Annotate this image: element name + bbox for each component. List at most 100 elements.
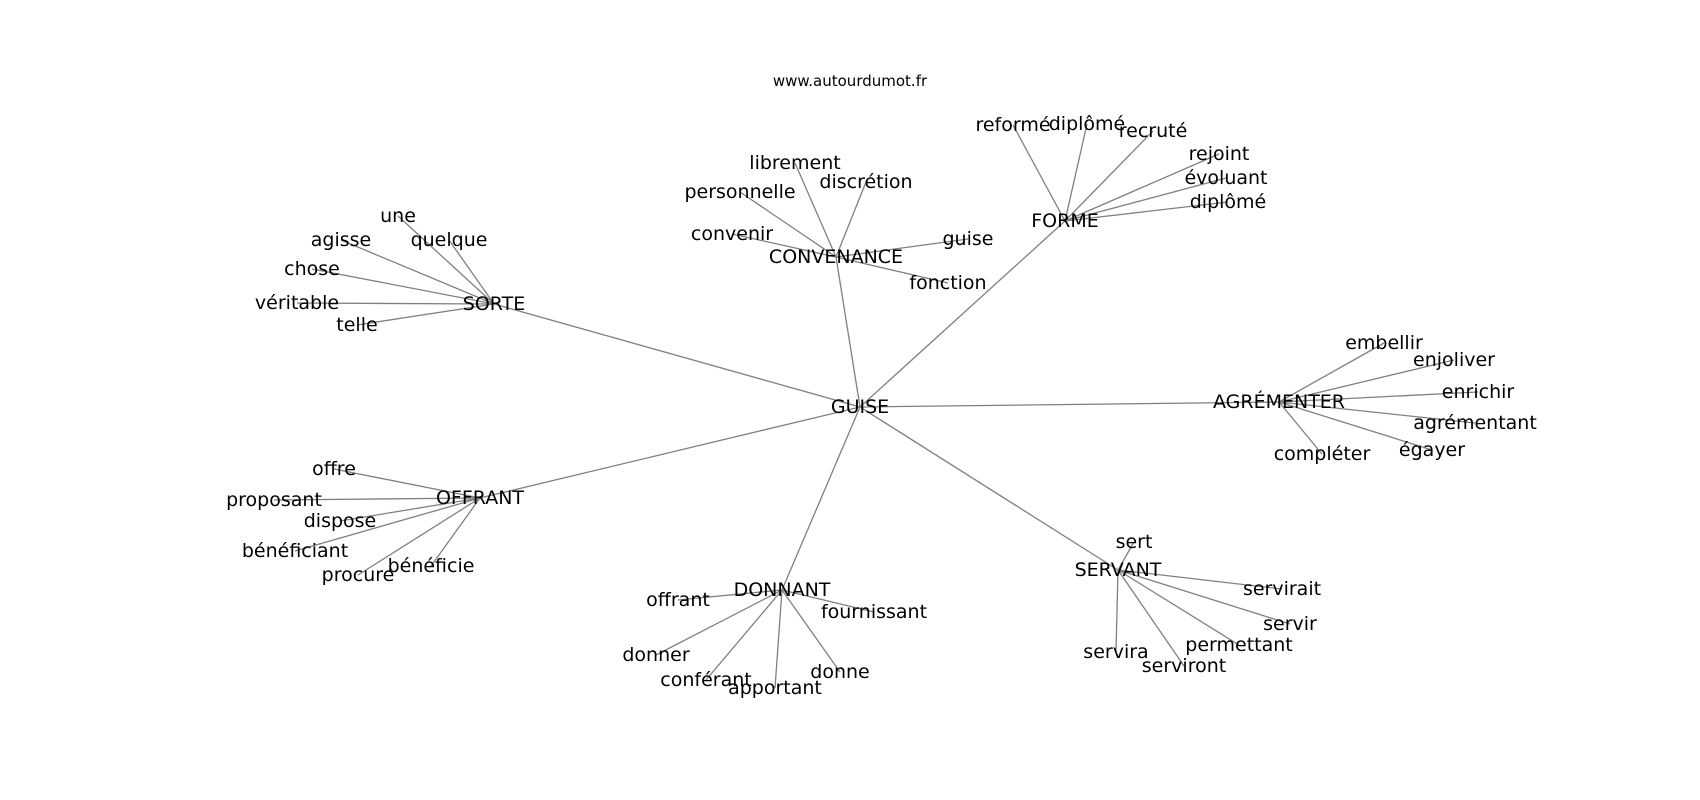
word-node[interactable]: compléter	[1274, 443, 1371, 465]
hub-node[interactable]: CONVENANCE	[769, 246, 903, 268]
hub-node[interactable]: DONNANT	[734, 579, 831, 601]
word-node[interactable]: serviront	[1142, 655, 1226, 677]
word-node[interactable]: bénéficie	[388, 555, 475, 577]
word-node[interactable]: discrétion	[819, 171, 912, 193]
word-node[interactable]: diplômé	[1190, 191, 1267, 213]
edge-forme-word	[1064, 153, 1220, 222]
edge-servant-word	[1117, 569, 1185, 667]
edge-offrant-word	[273, 497, 481, 501]
edge-servant-word	[1115, 569, 1119, 653]
word-node[interactable]: personnelle	[684, 181, 795, 203]
edge-donnant-word	[677, 589, 783, 601]
word-node[interactable]: convenir	[691, 223, 773, 245]
edge-servant-word	[1117, 569, 1291, 625]
word-node[interactable]: embellir	[1345, 332, 1423, 354]
edge-agrémenter-word	[1278, 401, 1323, 455]
edge-agrémenter-word	[1278, 401, 1433, 451]
edge-convenance-word	[835, 181, 867, 258]
graph-edges	[273, 123, 1479, 689]
edge-convenance-word	[731, 233, 837, 258]
word-node[interactable]: quelque	[411, 229, 488, 251]
edge-sorte-word	[311, 268, 495, 305]
center-node[interactable]: GUISE	[831, 396, 889, 418]
word-node[interactable]: chose	[284, 258, 340, 280]
edge-forme-word	[1064, 177, 1227, 222]
edge-center-servant	[859, 406, 1119, 571]
edge-agrémenter-word	[1278, 401, 1476, 424]
edge-agrémenter-word	[1278, 391, 1479, 403]
edge-agrémenter-word	[1278, 342, 1385, 403]
edge-servant-word	[1117, 569, 1283, 590]
edge-sorte-word	[296, 302, 495, 305]
edge-convenance-word	[739, 191, 837, 258]
edge-center-convenance	[835, 256, 861, 408]
source-watermark: www.autourdumot.fr	[772, 72, 928, 90]
word-node[interactable]: apportant	[728, 677, 822, 699]
edge-donnant-word	[774, 589, 783, 689]
edge-center-forme	[859, 220, 1066, 408]
edge-offrant-word	[333, 468, 481, 499]
edge-convenance-word	[835, 256, 949, 284]
word-node[interactable]: rejoint	[1189, 143, 1250, 165]
edge-forme-word	[1064, 130, 1154, 222]
word-node[interactable]: enjoliver	[1413, 349, 1495, 371]
edge-sorte-word	[340, 239, 495, 305]
hub-node[interactable]: FORME	[1031, 210, 1098, 232]
hub-node[interactable]: SORTE	[463, 293, 525, 315]
word-node[interactable]: guise	[943, 228, 994, 250]
word-node[interactable]: dispose	[304, 510, 377, 532]
word-node[interactable]: offrant	[646, 589, 710, 611]
word-node[interactable]: reformé	[975, 114, 1050, 136]
word-node[interactable]: donner	[622, 644, 689, 666]
word-node[interactable]: telle	[336, 314, 377, 336]
edge-convenance-word	[835, 238, 969, 258]
edge-donnant-word	[781, 589, 841, 673]
word-node[interactable]: agisse	[311, 229, 371, 251]
edge-servant-word	[1117, 541, 1135, 571]
word-node[interactable]: permettant	[1185, 634, 1292, 656]
edge-sorte-word	[448, 239, 495, 305]
word-node[interactable]: servirait	[1243, 578, 1321, 600]
hub-node[interactable]: AGRÉMENTER	[1213, 390, 1345, 413]
word-node[interactable]: véritable	[255, 292, 339, 314]
word-node[interactable]: servir	[1263, 613, 1317, 635]
word-node[interactable]: évoluant	[1184, 167, 1267, 189]
word-node[interactable]: servira	[1083, 641, 1148, 663]
edge-forme-word	[1064, 201, 1229, 222]
edge-offrant-word	[430, 497, 481, 567]
word-node[interactable]: offre	[312, 458, 356, 480]
word-node[interactable]: agrémentant	[1413, 412, 1537, 434]
word-node[interactable]: bénéficiant	[242, 540, 348, 562]
word-node[interactable]: égayer	[1399, 439, 1465, 461]
edge-forme-word	[1012, 124, 1066, 222]
word-node[interactable]: donne	[810, 661, 869, 683]
hub-node[interactable]: SERVANT	[1075, 559, 1162, 581]
edge-agrémenter-word	[1278, 359, 1455, 403]
word-node[interactable]: enrichir	[1442, 381, 1515, 403]
edge-center-offrant	[479, 406, 861, 499]
word-node[interactable]: librement	[749, 152, 840, 174]
edge-forme-word	[1064, 123, 1088, 222]
edge-center-donnant	[781, 406, 861, 591]
edge-convenance-word	[794, 162, 837, 258]
edge-donnant-word	[655, 589, 783, 656]
edge-sorte-word	[356, 303, 495, 326]
word-node[interactable]: recruté	[1119, 120, 1188, 142]
edge-center-sorte	[493, 303, 861, 408]
edge-sorte-word	[397, 215, 495, 305]
word-node[interactable]: fonction	[909, 272, 986, 294]
hub-node[interactable]: OFFRANT	[436, 487, 524, 509]
edge-servant-word	[1117, 569, 1240, 646]
edge-offrant-word	[339, 497, 481, 522]
word-node[interactable]: fournissant	[821, 601, 927, 623]
word-node[interactable]: procure	[322, 564, 395, 586]
word-node[interactable]: proposant	[226, 489, 322, 511]
edge-center-agrémenter	[859, 401, 1280, 408]
word-node[interactable]: une	[380, 205, 416, 227]
edge-donnant-word	[705, 589, 783, 681]
edge-donnant-word	[781, 589, 875, 613]
word-node[interactable]: sert	[1116, 531, 1153, 553]
word-node[interactable]: diplômé	[1049, 113, 1126, 135]
word-node[interactable]: conférant	[660, 669, 751, 691]
